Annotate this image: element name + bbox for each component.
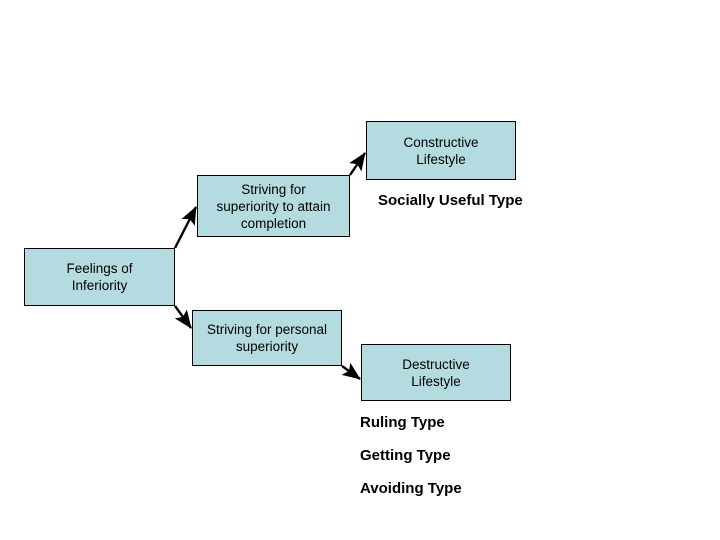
node-striving-personal-superiority[interactable]: Striving for personal superiority bbox=[192, 310, 342, 366]
type-label-ruling-type: Ruling Type bbox=[360, 414, 445, 431]
node-feelings-of-inferiority[interactable]: Feelings of Inferiority bbox=[24, 248, 175, 306]
node-constructive-lifestyle[interactable]: Constructive Lifestyle bbox=[366, 121, 516, 180]
edge-inferiority-to-completion bbox=[173, 206, 198, 249]
type-label-avoiding-type: Avoiding Type bbox=[360, 480, 462, 497]
type-label-socially-useful-type: Socially Useful Type bbox=[378, 192, 523, 209]
node-label: Feelings of Inferiority bbox=[66, 261, 133, 293]
node-destructive-lifestyle[interactable]: Destructive Lifestyle bbox=[361, 344, 511, 401]
type-label-getting-type: Getting Type bbox=[360, 447, 451, 464]
edge-personal-to-destructive bbox=[341, 362, 361, 380]
node-label: Striving for personal superiority bbox=[206, 322, 328, 354]
edge-completion-to-constructive bbox=[349, 152, 366, 176]
edge-inferiority-to-personal bbox=[174, 305, 192, 329]
node-label: Striving for superiority to attain compl… bbox=[216, 181, 331, 231]
node-label: Destructive Lifestyle bbox=[402, 356, 470, 389]
node-striving-superiority-completion[interactable]: Striving for superiority to attain compl… bbox=[197, 175, 350, 237]
node-label: Constructive Lifestyle bbox=[403, 134, 479, 167]
